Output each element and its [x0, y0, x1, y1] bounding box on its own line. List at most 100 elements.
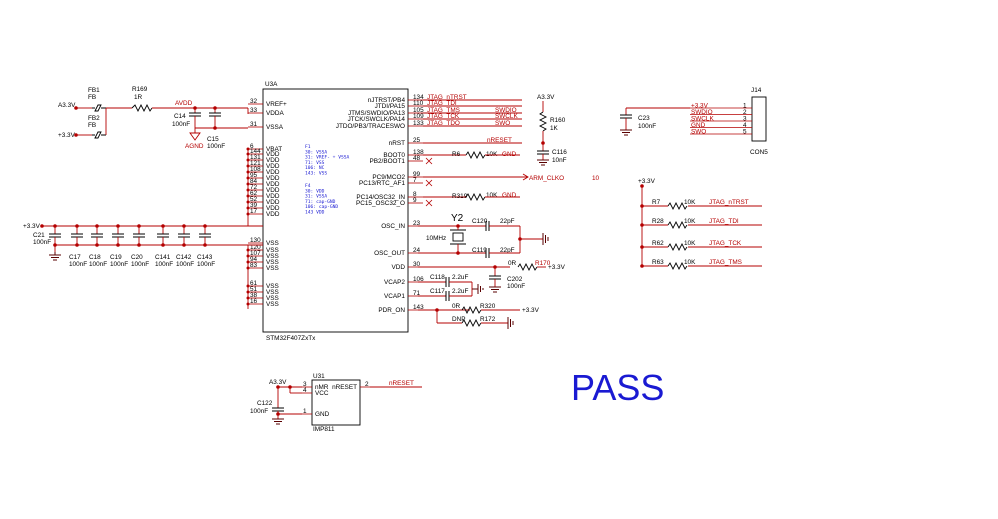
- u3a-pin-51-name: VSS: [266, 289, 279, 296]
- r170-symbol: [517, 262, 538, 272]
- u3a-pin-9-name: PC15_OSC32_O: [356, 200, 405, 207]
- u31-gnd-symbol: [272, 418, 284, 425]
- u3a-pin-120-number: 120: [250, 244, 261, 251]
- junction-dot: [246, 152, 250, 156]
- pullup-rail: +3.3V: [638, 178, 656, 185]
- u3a-pin-38-name: VSS: [266, 295, 279, 302]
- c118-ref: C118: [430, 274, 445, 281]
- r6-ref: R6: [452, 151, 461, 158]
- junction-dot: [246, 164, 250, 168]
- u3a-pin-105-number: 105: [413, 107, 424, 114]
- u3a-pin-106-name: VCAP2: [384, 279, 405, 286]
- u3a-pin-6-number: 6: [250, 143, 254, 150]
- junction-dot: [246, 212, 250, 216]
- u3a-pin-62-name: VDD: [266, 193, 280, 200]
- c119-ref: C119: [472, 247, 487, 254]
- u3a-pin-16-number: 16: [250, 298, 258, 305]
- u3a-pin-32-name: VREF+: [266, 101, 287, 108]
- decoupling-caps: C21100nFC17100nFC18100nFC19100nFC20100nF…: [33, 147, 250, 306]
- cap-val-c143: 100nF: [197, 261, 215, 268]
- u3a-pin-143-number: 143: [413, 304, 424, 311]
- pullup-net-jtag_tck: JTAG_TCK: [709, 240, 742, 247]
- u3a-pin-121-name: VDD: [266, 163, 280, 170]
- y2-ref: Y2: [451, 213, 464, 224]
- r6-symbol: [465, 150, 486, 160]
- agnd-label: AGND: [185, 143, 204, 150]
- u3a-pin-131-name: VDD: [266, 157, 280, 164]
- fb1-ref: FB1: [88, 87, 100, 94]
- u3a-pin-109-name: JTCK/SWCLK/PA14: [348, 116, 406, 123]
- u3a-pin-24-name: OSC_OUT: [374, 250, 405, 257]
- no-connect-icon: [425, 199, 433, 207]
- u3a-note-f1-line: 30: VSSA: [305, 149, 327, 155]
- j14-pin-4-net: GND: [691, 122, 706, 129]
- j14-pin-5-number: 5: [743, 129, 747, 136]
- pullup-val-r63: 10K: [684, 259, 696, 266]
- net-label-jtag_tdi: JTAG_TDI: [427, 100, 457, 107]
- power-input: A3.3V +3.3V FB1 FB FB2 FB R169 1R AVDD C…: [58, 86, 249, 150]
- u3a-part: STM32F407ZxTx: [266, 335, 316, 342]
- u3a-pin-83-name: VSS: [266, 265, 279, 272]
- junction-dot: [246, 188, 250, 192]
- u3a-pin-138-name: BOOT0: [383, 152, 405, 159]
- fb2-symbol: [92, 131, 106, 139]
- cap-val-c21: 100nF: [33, 239, 51, 246]
- u3a-pin-108-number: 108: [250, 166, 261, 173]
- u3a-pin-71-name: VCAP1: [384, 293, 405, 300]
- net-label-jtag_tdo: JTAG_TDO: [427, 120, 460, 127]
- u3a-note-f4-line: F4: [305, 183, 311, 189]
- j14-pin-1-number: 1: [743, 103, 747, 110]
- r319-val: 10K: [486, 192, 498, 199]
- u3a-note-f4-line: 106: cap-GND: [305, 204, 338, 210]
- junction-dot: [246, 158, 250, 162]
- junction-dot: [246, 254, 250, 258]
- c23-val: 100nF: [638, 123, 656, 130]
- u3a-pin-61-name: VSS: [266, 283, 279, 290]
- u31-pin-2-number: 2: [365, 381, 369, 388]
- u3a-ref: U3A: [265, 81, 278, 88]
- pullup-net-jtag_tdi: JTAG_TDI: [709, 218, 739, 225]
- r320-rail: +3.3V: [522, 307, 540, 314]
- u3a-pin-144-name: VDD: [266, 151, 280, 158]
- u3a-pin-134-name: nJTRST/PB4: [368, 97, 406, 104]
- u3a-pin-110-name: JTDI/PA15: [375, 103, 406, 110]
- r319-gnd: GND: [502, 192, 517, 199]
- u3a-pin-84-name: VDD: [266, 181, 280, 188]
- cap-val-c17: 100nF: [69, 261, 87, 268]
- r172-gnd-symbol: [507, 317, 514, 329]
- c120-val: 22pF: [500, 218, 515, 225]
- y2-freq: 10MHz: [426, 235, 446, 242]
- junction-dot: [246, 147, 250, 151]
- u3a-pin-99-number: 99: [413, 171, 421, 178]
- u3a-pin-9-number: 9: [413, 197, 417, 204]
- u3a-note-f1-line: 143: VSS: [305, 171, 327, 177]
- u3a-pin-130-number: 130: [250, 237, 261, 244]
- j14-pin-2-net: SWDIO: [691, 109, 713, 116]
- pullup-ref-r28: R28: [652, 218, 664, 225]
- u3a-pin-38-number: 38: [250, 292, 258, 299]
- c15-ref: C15: [207, 136, 219, 143]
- net-label-jtag_ntrst: JTAG_nTRST: [427, 94, 467, 101]
- pullup-net-jtag_tms: JTAG_TMS: [709, 259, 742, 266]
- u3a-pin-62-number: 62: [250, 190, 258, 197]
- u3a-pin-83-number: 83: [250, 262, 258, 269]
- cap-ref-c141: C141: [155, 254, 171, 261]
- c202-ref: C202: [507, 276, 523, 283]
- c116-ref: C116: [552, 149, 567, 156]
- junction-dot: [246, 266, 250, 270]
- r170-val: 0R: [508, 260, 517, 267]
- u3a-pin-48-number: 48: [413, 155, 421, 162]
- decoupling-gnd-symbol: [49, 252, 61, 261]
- u3a-pin-8-name: PC14/OSC32_IN: [356, 194, 405, 201]
- r62-symbol: [667, 242, 688, 252]
- u3a-pin-133-number: 133: [413, 120, 424, 127]
- cap-ref-c18: C18: [89, 254, 101, 261]
- u3a-note-f4-line: 143 VDD: [305, 210, 325, 216]
- u31-pin-4-name: VCC: [315, 390, 329, 397]
- u3a-pin-16-name: VSS: [266, 301, 279, 308]
- arm-clko-flag: [520, 173, 529, 181]
- pullup-ref-r62: R62: [652, 240, 664, 247]
- u3a-pin-105-name: JTMS/SWDIO/PA13: [348, 110, 405, 117]
